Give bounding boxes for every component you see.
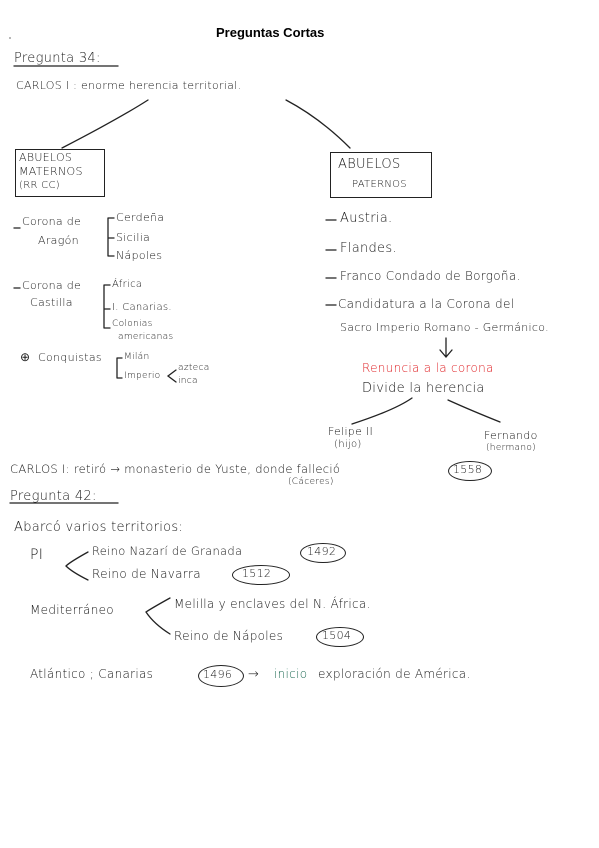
paternos-item: Sacro Imperio Romano - Germánico. (340, 321, 549, 334)
fernando-rel: (hermano) (486, 443, 536, 453)
mediterraneo-label: Mediterráneo (30, 603, 114, 617)
aragon-item: Cerdeña (116, 211, 165, 224)
arrow-down-icon (439, 337, 453, 358)
year-circle (232, 565, 290, 585)
page-title: Preguntas Cortas (216, 25, 325, 40)
navarra-label: Reino de Navarra (92, 567, 201, 581)
paternos-item: Franco Condado de Borgoña. (340, 269, 521, 283)
paternos-item: Candidatura a la Corona del (338, 297, 515, 311)
abarco-line: Abarcó varios territorios: (14, 520, 184, 535)
felipe-rel: (hijo) (334, 439, 362, 450)
paternos-item: Austria. (340, 211, 393, 226)
carlos-line: CARLOS I : enorme herencia territorial. (16, 79, 242, 92)
napoles-label: Reino de Nápoles (174, 629, 284, 643)
bracket-pi (65, 551, 89, 581)
felipe-label: Felipe II (328, 425, 374, 438)
maternos-box (15, 149, 105, 197)
retiro-line: CARLOS I: retiró → monasterio de Yuste, … (10, 462, 341, 476)
branch-felipe (351, 397, 413, 425)
napoles-year: 1504 (322, 629, 352, 642)
year-circle (448, 461, 492, 481)
conquistas-label: Conquistas (38, 351, 102, 364)
year-circle (300, 543, 346, 563)
granada-label: Reino Nazarí de Granada (92, 544, 243, 558)
melilla-label: Melilla y enclaves del N. África. (174, 597, 371, 611)
question-42-heading: Pregunta 42: (10, 489, 97, 504)
castilla-label-2: Castilla (30, 296, 73, 309)
bracket-castilla (103, 284, 111, 329)
renuncia-text: Renuncia a la corona (362, 361, 494, 375)
exploracion-text: exploración de América. (318, 667, 471, 681)
bracket-imperio (166, 369, 177, 383)
paternos-box (330, 152, 432, 198)
year-circle (316, 627, 364, 647)
plus-icon: ⊕ (20, 350, 31, 364)
canarias-year: 1496 (203, 668, 233, 681)
caceres-label: (Cáceres) (288, 477, 334, 487)
divide-text: Divide la herencia (362, 381, 485, 396)
imperio-item: inca (178, 376, 198, 386)
atlantico-label: Atlántico ; Canarias (30, 667, 154, 681)
year-circle (198, 665, 244, 687)
aragon-label-2: Aragón (38, 234, 79, 247)
aragon-label-1: Corona de (22, 215, 82, 228)
paternos-label-2: PATERNOS (352, 179, 407, 190)
maternos-label-3: (RR CC) (19, 180, 60, 191)
castilla-item: I. Canarias. (112, 302, 172, 313)
bracket-mediterraneo (145, 597, 171, 635)
bracket-aragon (107, 217, 115, 257)
maternos-label-1: ABUELOS (19, 151, 73, 164)
retiro-year: 1558 (453, 463, 483, 476)
fernando-label: Fernando (484, 429, 538, 442)
pi-label: PI (30, 547, 44, 563)
conquista-item: Milán (124, 352, 150, 362)
castilla-item: Colonias (112, 319, 153, 329)
inicio-text: inicio (274, 667, 308, 681)
castilla-item: África (112, 279, 143, 290)
castilla-label-1: Corona de (22, 279, 82, 292)
arrow-right-icon: → (248, 667, 260, 682)
branch-maternos (61, 99, 149, 149)
aragon-item: Sicilia (116, 231, 151, 244)
branch-fernando (447, 399, 501, 423)
paternos-item: Flandes. (340, 241, 397, 256)
branch-paternos (285, 99, 351, 149)
castilla-item: americanas (118, 332, 174, 342)
imperio-item: azteca (178, 363, 210, 373)
granada-year: 1492 (307, 545, 337, 558)
conquista-item: Imperio (124, 371, 161, 381)
navarra-year: 1512 (242, 567, 272, 580)
maternos-label-2: MATERNOS (19, 165, 83, 178)
question-34-heading: Pregunta 34: (14, 51, 101, 66)
aragon-item: Nápoles (116, 249, 163, 262)
bracket-conquistas (116, 357, 123, 379)
paternos-label-1: ABUELOS (338, 157, 401, 172)
